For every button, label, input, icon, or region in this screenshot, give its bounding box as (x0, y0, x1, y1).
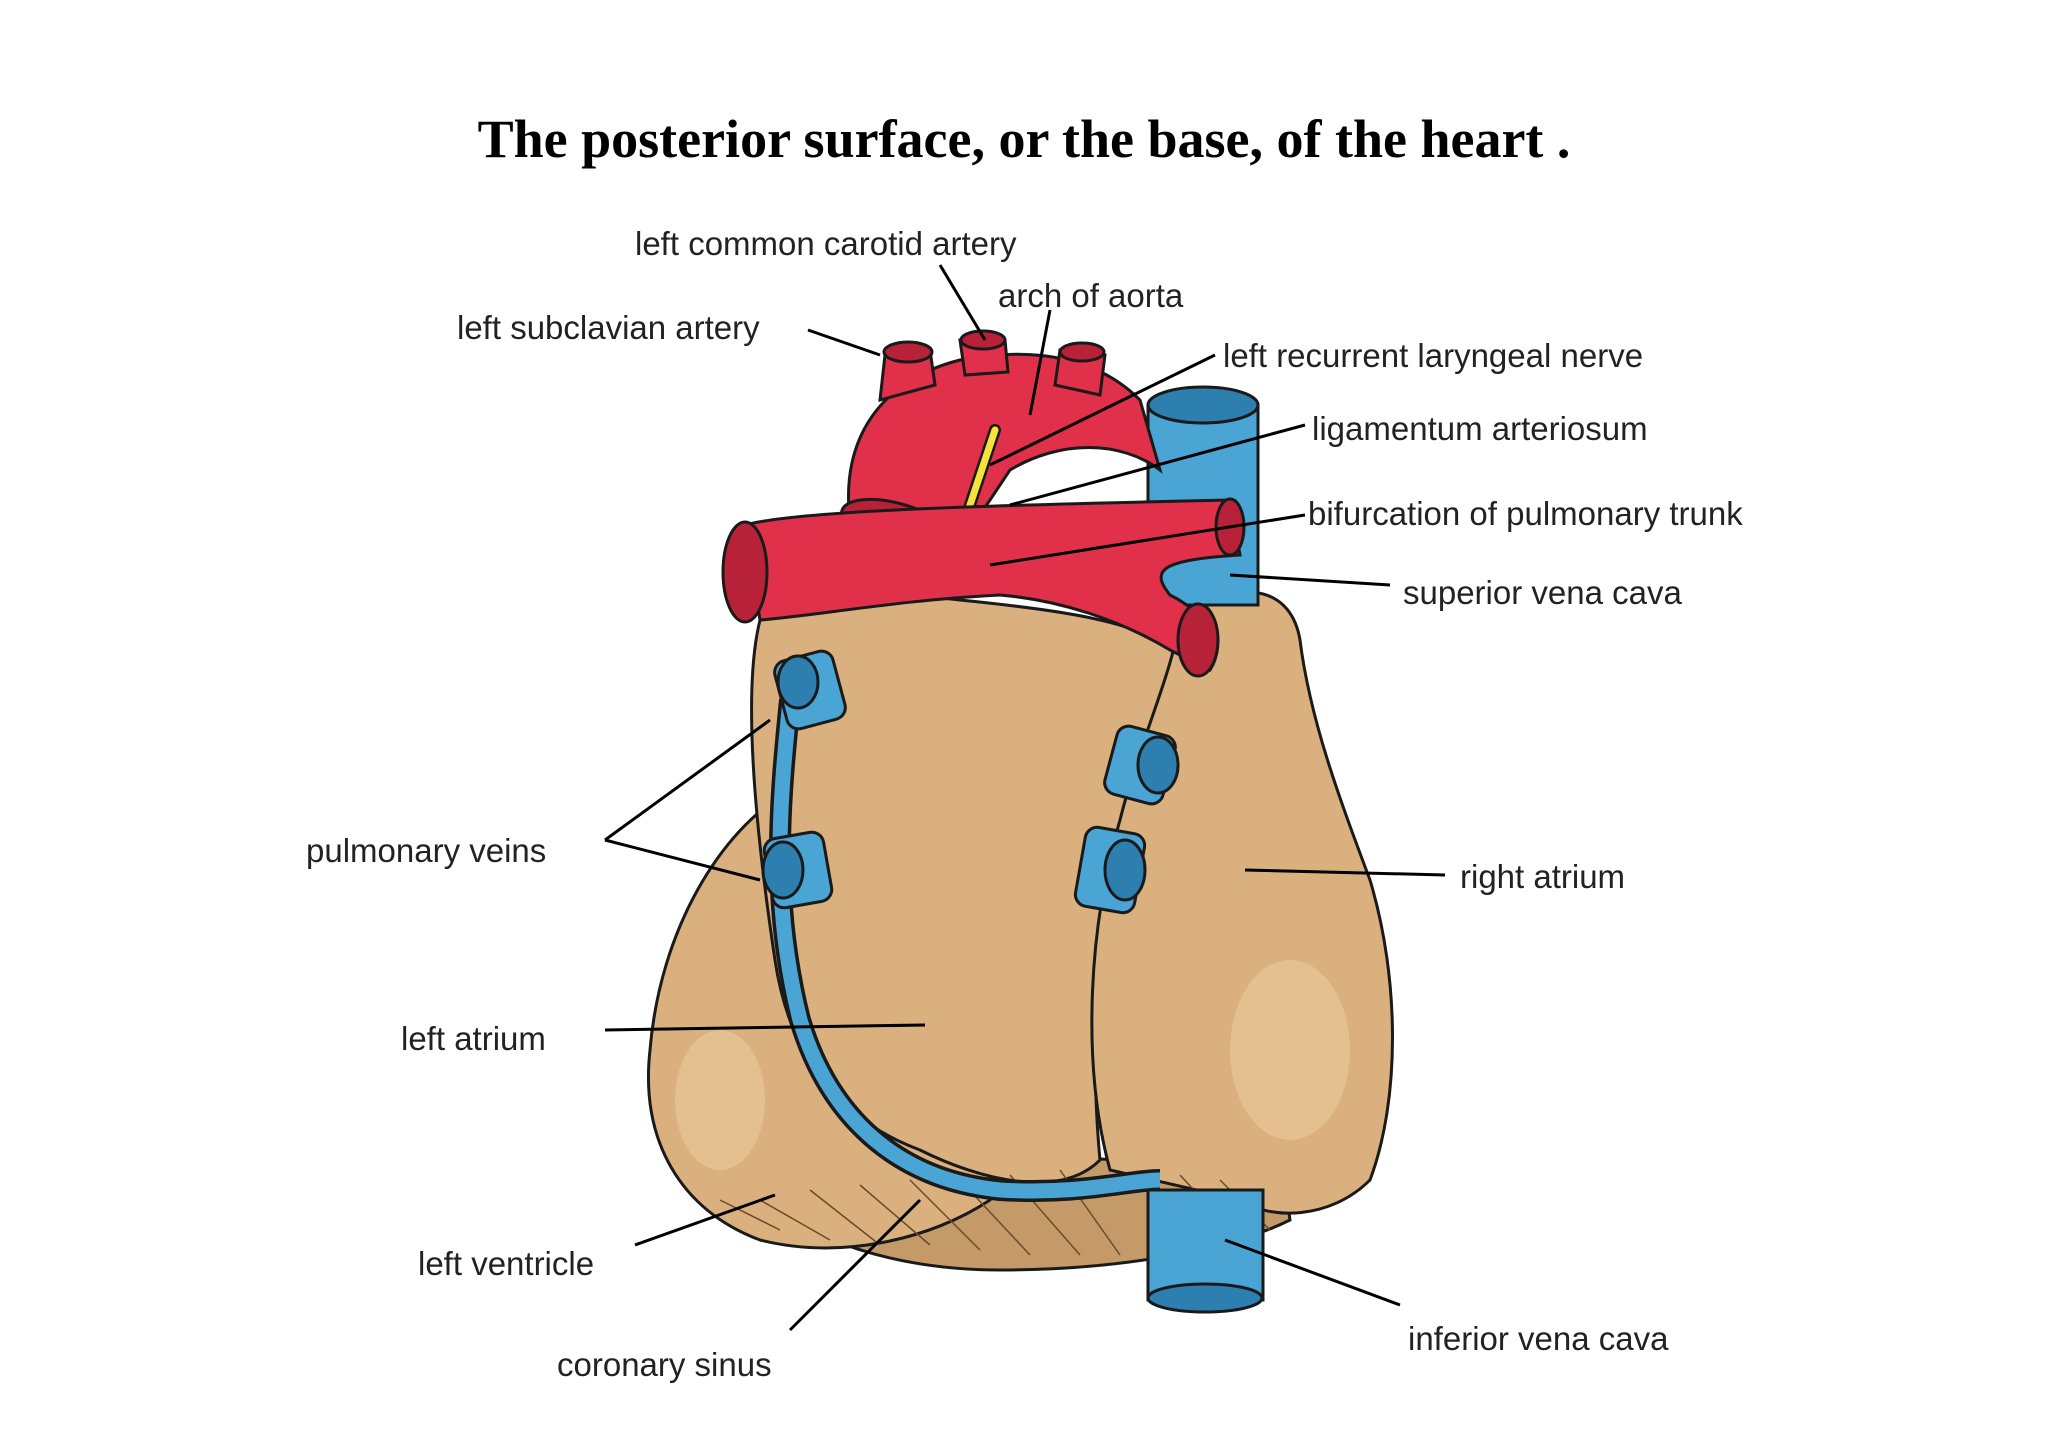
label-left-recurrent-laryngeal-nerve: left recurrent laryngeal nerve (1223, 337, 1643, 374)
inferior-vena-cava-vessel (1146, 1188, 1265, 1314)
label-left-ventricle: left ventricle (418, 1245, 594, 1282)
shade-highlight-left (675, 1030, 765, 1170)
label-left-atrium: left atrium (401, 1020, 546, 1057)
label-arch-of-aorta: arch of aorta (998, 277, 1184, 314)
page-title: The posterior surface, or the base, of t… (477, 109, 1571, 169)
pulmonary-veins-vessels (761, 649, 1180, 915)
left-atrium (750, 589, 1182, 1184)
label-bifurcation-of-pulmonary-trunk: bifurcation of pulmonary trunk (1308, 495, 1743, 532)
heart-body (647, 589, 1394, 1272)
coronary-sinus-fill (772, 699, 1161, 1199)
label-ligamentum-arteriosum: ligamentum arteriosum (1312, 410, 1648, 447)
label-inferior-vena-cava: inferior vena cava (1408, 1320, 1669, 1357)
label-right-atrium: right atrium (1460, 858, 1625, 895)
label-left-common-carotid-artery: left common carotid artery (635, 225, 1017, 262)
superior-vena-cava-vessel (1146, 385, 1260, 607)
label-pulmonary-veins: pulmonary veins (306, 832, 546, 869)
leader-lines (604, 264, 1446, 1332)
label-left-subclavian-artery: left subclavian artery (457, 309, 760, 346)
label-superior-vena-cava: superior vena cava (1403, 574, 1682, 611)
label-coronary-sinus: coronary sinus (557, 1346, 772, 1383)
pulmonary-trunk (721, 497, 1246, 678)
shade-highlight-right (1230, 960, 1350, 1140)
